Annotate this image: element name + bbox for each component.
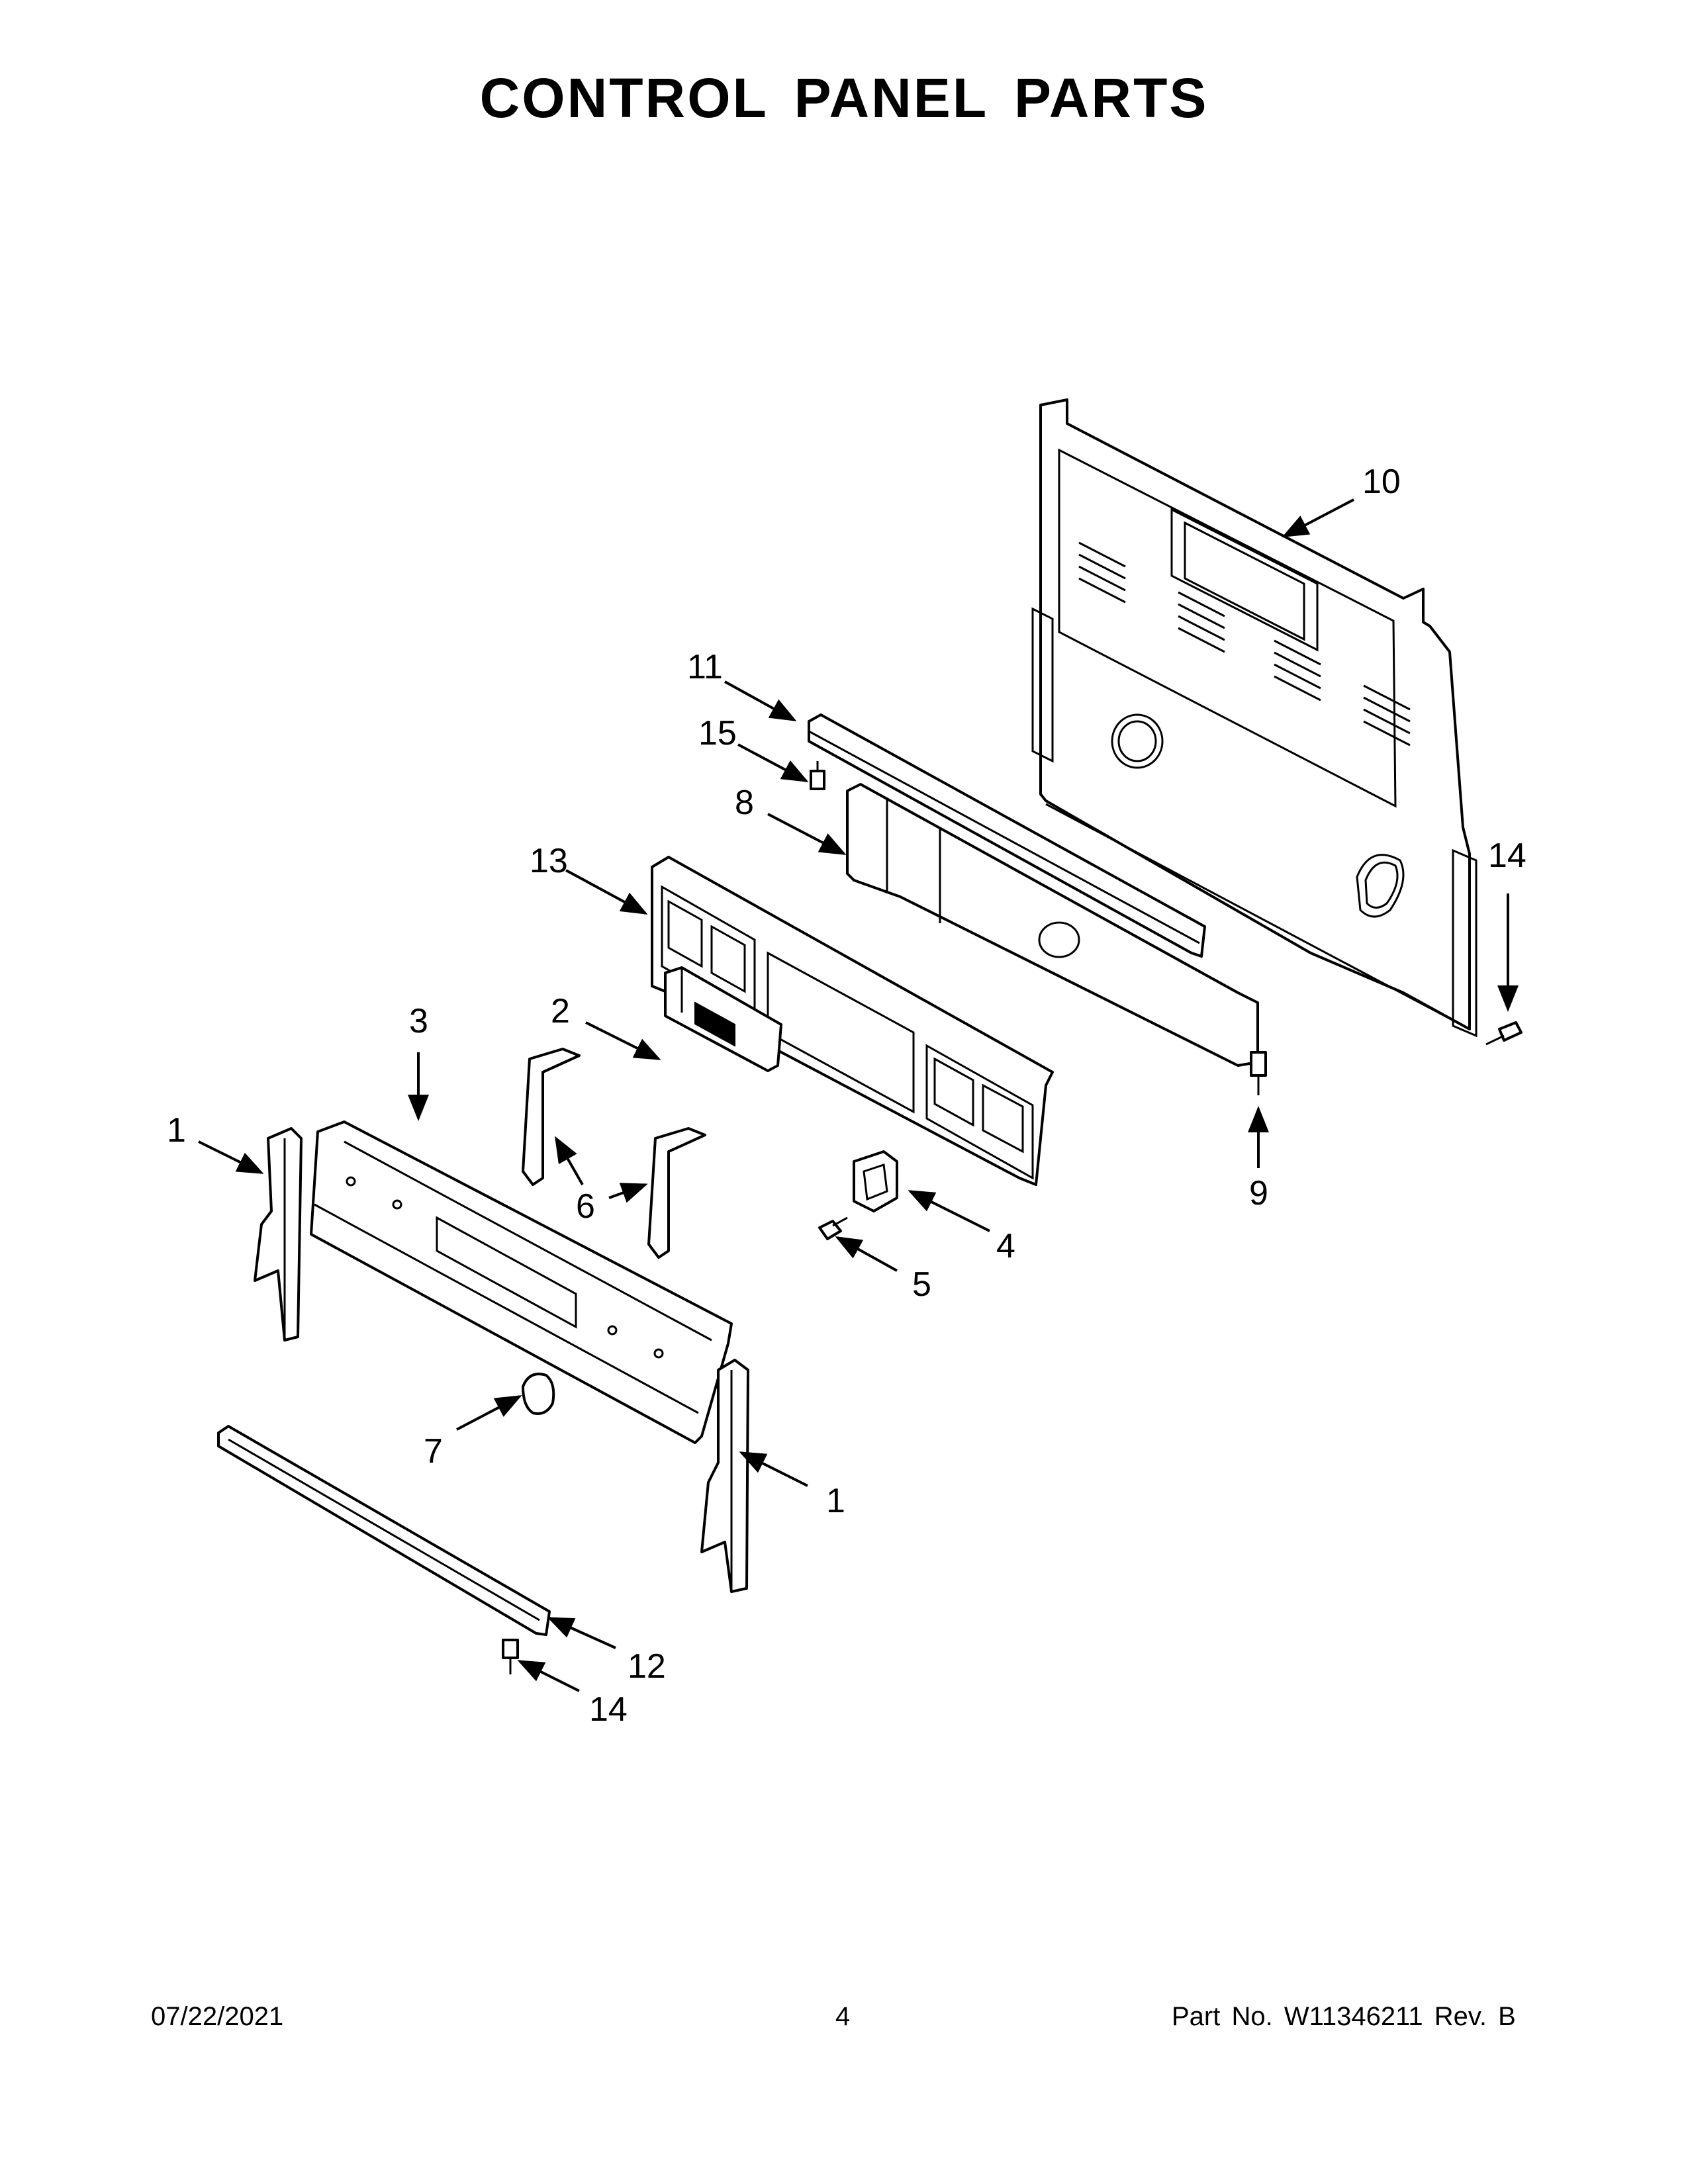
- page-title: CONTROL PANEL PARTS: [479, 67, 1209, 129]
- leader-lines: [198, 498, 1519, 1692]
- callout-2: 2: [551, 992, 570, 1030]
- callout-8: 8: [735, 784, 754, 822]
- part-7-knob: [522, 1373, 555, 1415]
- footer-page-number: 4: [835, 2002, 851, 2031]
- footer-part-number: Part No. W11346211 Rev. B: [1172, 2002, 1516, 2031]
- callout-14-right: 14: [1488, 837, 1526, 875]
- part-6-board-brackets: [522, 1048, 706, 1259]
- part-14-screw-right: [1485, 1021, 1523, 1046]
- callout-3: 3: [409, 1002, 428, 1040]
- part-2-control-board: [664, 966, 782, 1072]
- callout-14-bottom: 14: [589, 1690, 628, 1729]
- callout-12: 12: [628, 1647, 666, 1686]
- callout-1-right: 1: [826, 1482, 845, 1520]
- part-13-panel-housing: [651, 856, 1054, 1186]
- part-4-switch: [853, 1150, 898, 1212]
- callout-9: 9: [1249, 1174, 1268, 1212]
- part-1-end-cap-right: [700, 1359, 749, 1593]
- part-9-screw: [1250, 1051, 1267, 1095]
- callout-5: 5: [912, 1265, 931, 1304]
- part-8-support-bracket: [846, 783, 1259, 1067]
- part-5-screw: [818, 1216, 848, 1240]
- callout-labels: 10 11 15 8 13 14 2 3 1 6 9 4 5 7 1 12 14: [167, 463, 1526, 1729]
- part-14-screw-bottom: [502, 1639, 519, 1674]
- callout-11: 11: [687, 648, 723, 686]
- part-15-screw: [810, 761, 825, 790]
- callout-6: 6: [576, 1187, 595, 1226]
- part-11-trim-bracket: [808, 713, 1206, 958]
- footer-date: 07/22/2021: [151, 2002, 284, 2031]
- part-3-control-panel: [310, 1120, 733, 1444]
- part-12-bottom-trim: [217, 1425, 551, 1636]
- callout-13: 13: [530, 842, 568, 880]
- callout-15: 15: [698, 714, 737, 752]
- part-10-rear-shield: [1031, 398, 1477, 1038]
- callout-1-left: 1: [167, 1111, 186, 1150]
- callout-4: 4: [996, 1227, 1015, 1265]
- part-1-end-cap-left: [254, 1127, 303, 1342]
- callout-7: 7: [424, 1432, 443, 1471]
- callout-10: 10: [1362, 463, 1401, 501]
